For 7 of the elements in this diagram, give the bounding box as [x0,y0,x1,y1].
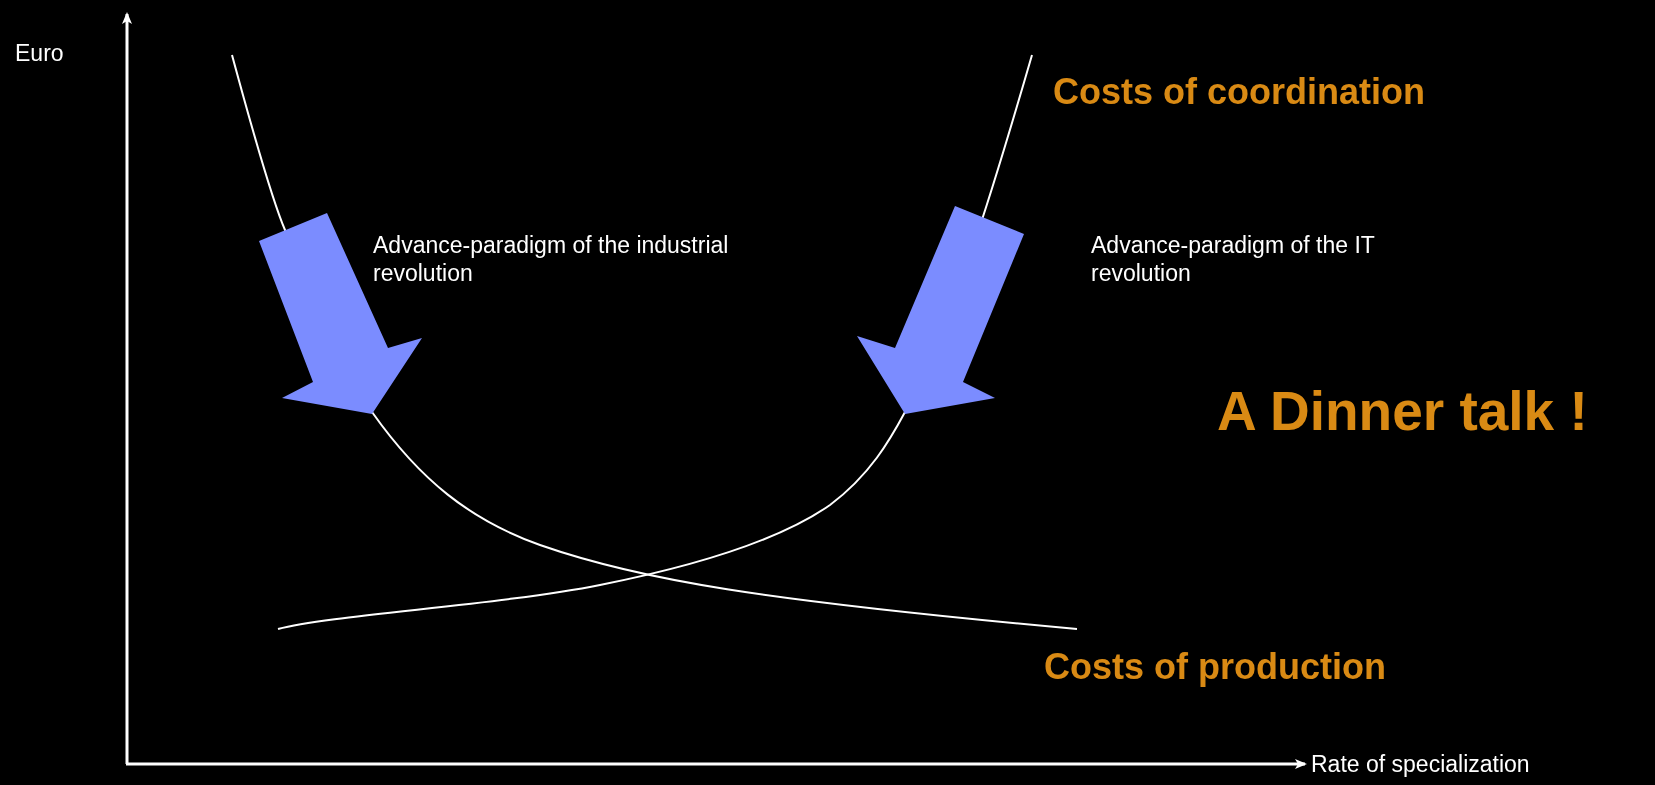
annotation-text: Advance-paradigm of the industrial revolution [373,232,730,288]
axis-label: Euro [15,40,64,68]
axis-label: Rate of specialization [1311,751,1530,779]
curve-label: Costs of coordination [1053,70,1425,114]
annotation-text: Advance-paradigm of the IT revolution [1091,232,1376,288]
slide-heading: A Dinner talk ! [1217,379,1588,444]
curve-label: Costs of production [1044,645,1386,689]
